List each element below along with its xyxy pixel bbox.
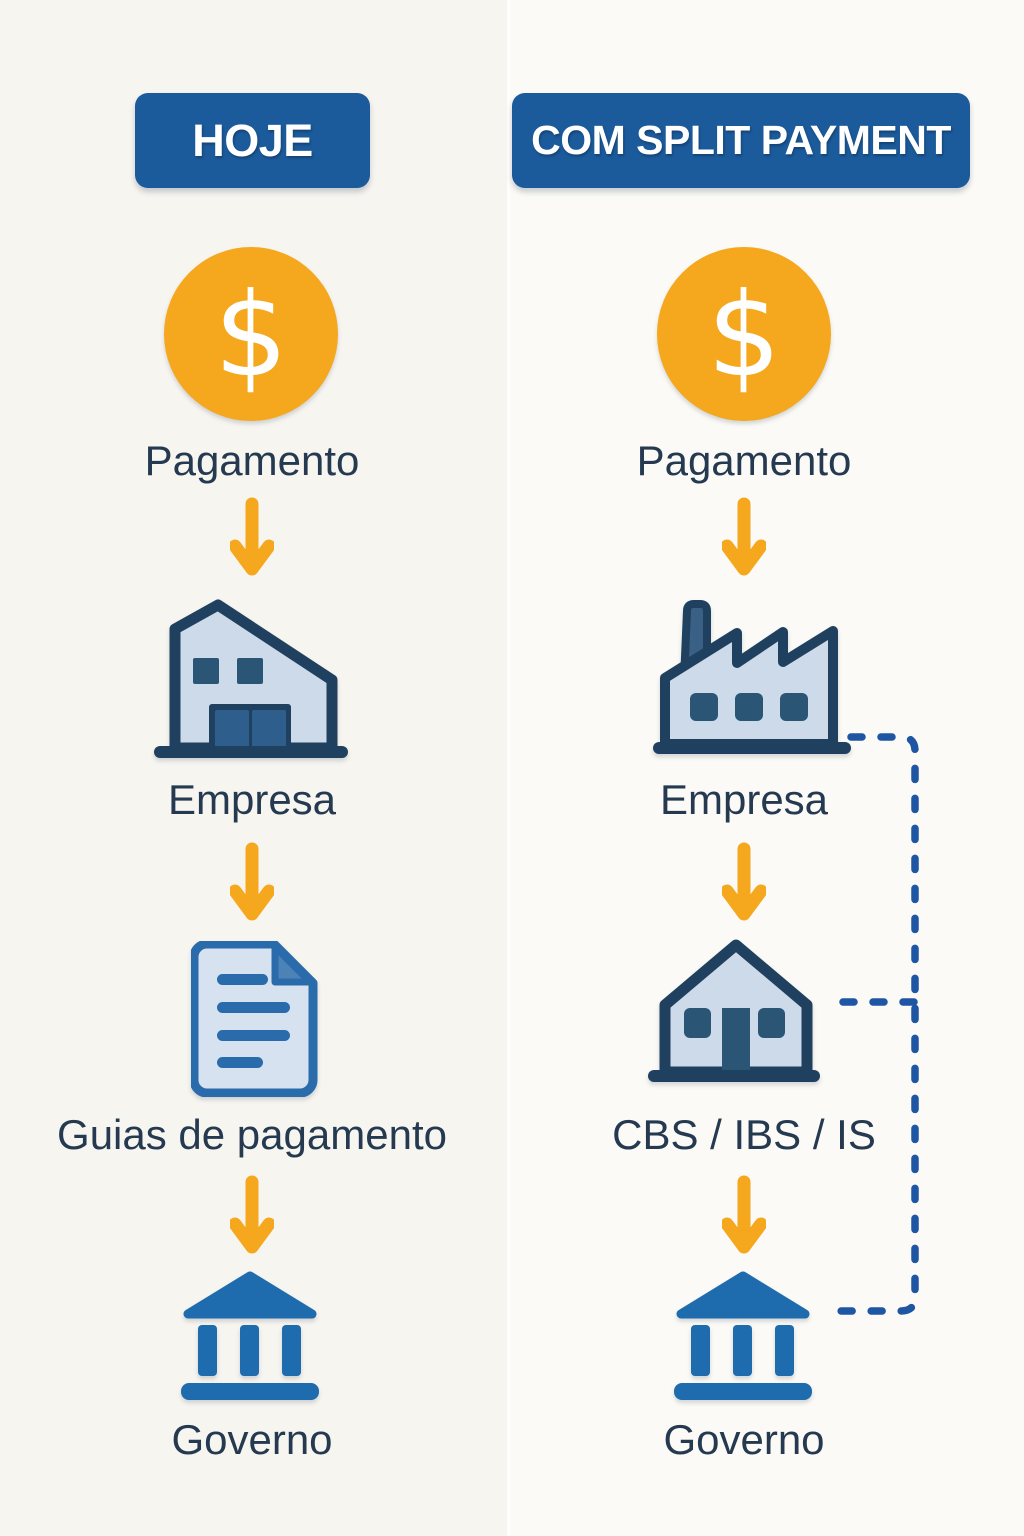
down-arrow-icon (230, 1175, 274, 1254)
label-pagamento-left: Pagamento (144, 437, 360, 484)
down-arrow-icon (722, 1175, 766, 1254)
warehouse-building-icon (154, 599, 348, 758)
tax-house-icon (648, 939, 820, 1082)
header-badge-hoje: HOJE (135, 93, 370, 188)
government-bank-icon (181, 1271, 319, 1400)
dollar-coin-icon: $ (657, 247, 831, 421)
label-governo-right: Governo (663, 1416, 825, 1463)
government-bank-icon (674, 1271, 812, 1400)
label-guias-de-pagamento: Guias de pagamento (57, 1111, 447, 1158)
down-arrow-icon (722, 842, 766, 921)
dollar-symbol: $ (214, 268, 288, 403)
label-cbs-ibs-is: CBS / IBS / IS (612, 1111, 876, 1158)
header-badge-com-split-payment: COM SPLIT PAYMENT (512, 93, 970, 188)
connector-empresa-to-governo (820, 733, 919, 1315)
dollar-coin-icon: $ (164, 247, 338, 421)
label-empresa-right: Empresa (659, 776, 829, 823)
column-divider (507, 0, 510, 1536)
label-pagamento-right: Pagamento (636, 437, 852, 484)
down-arrow-icon (722, 497, 766, 576)
label-governo-left: Governo (171, 1416, 333, 1463)
down-arrow-icon (230, 842, 274, 921)
payment-document-icon (191, 941, 318, 1097)
factory-building-icon (653, 600, 851, 754)
down-arrow-icon (230, 497, 274, 576)
label-empresa-left: Empresa (167, 776, 337, 823)
dollar-symbol: $ (707, 268, 781, 403)
